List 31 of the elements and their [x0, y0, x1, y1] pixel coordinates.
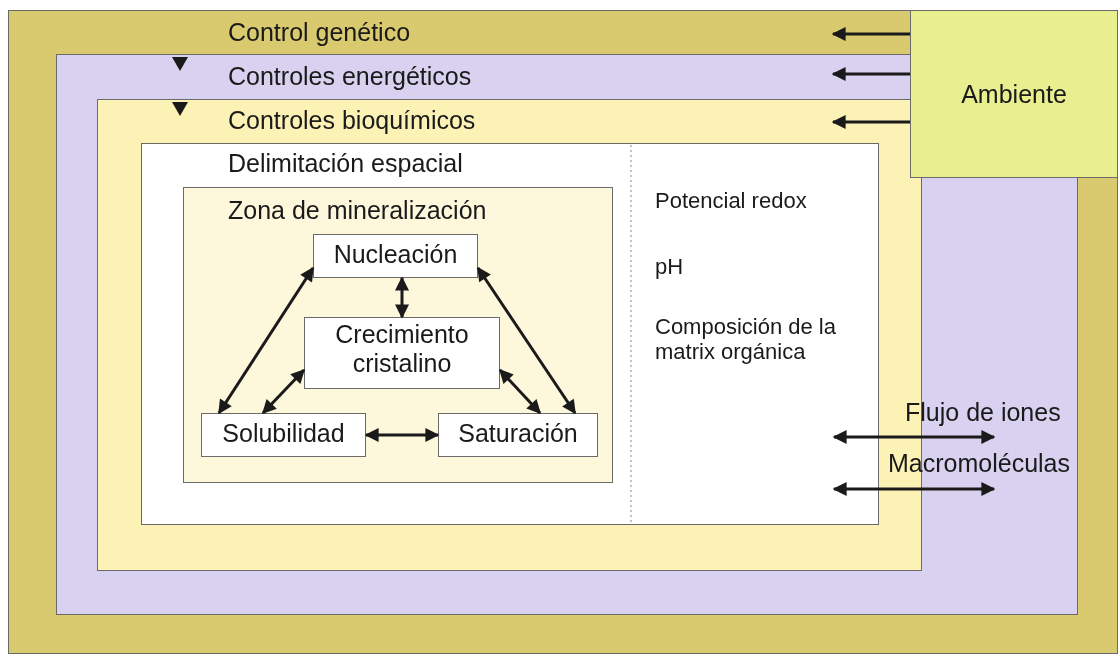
band-title: Controles energéticos: [228, 62, 472, 91]
arrow: [831, 67, 910, 81]
panel-title: Delimitación espacial: [228, 149, 463, 178]
arrow: [498, 368, 542, 415]
band-title: Control genético: [228, 18, 411, 47]
factor-text: Composición de la matrix orgánica: [655, 314, 837, 365]
arrow: [476, 266, 577, 415]
factor-text: pH: [655, 254, 684, 280]
arrow: [217, 266, 315, 415]
environment-box: [910, 10, 1118, 178]
zone-box: [183, 187, 613, 483]
process-box: [438, 413, 598, 457]
outer-band: [8, 10, 1118, 654]
box-label: Nucleación: [332, 240, 459, 269]
process-box: [201, 413, 366, 457]
band: [56, 54, 1078, 615]
zone-title: Zona de mineralización: [228, 196, 487, 225]
box-label: Crecimiento cristalino: [334, 320, 470, 378]
arrow: [831, 27, 910, 41]
arrow: [261, 368, 306, 415]
panel: [141, 143, 879, 525]
box-label: Saturación: [457, 419, 579, 448]
arrow: [395, 276, 409, 319]
process-box: [304, 317, 500, 389]
box-label: Solubilidad: [221, 419, 346, 448]
arrow: [831, 115, 910, 129]
process-box: [313, 234, 478, 278]
band-title: Controles bioquímicos: [228, 106, 476, 135]
arrow: [364, 428, 440, 442]
factor-text: Potencial redox: [655, 188, 807, 214]
box-label: Ambiente: [960, 80, 1068, 109]
